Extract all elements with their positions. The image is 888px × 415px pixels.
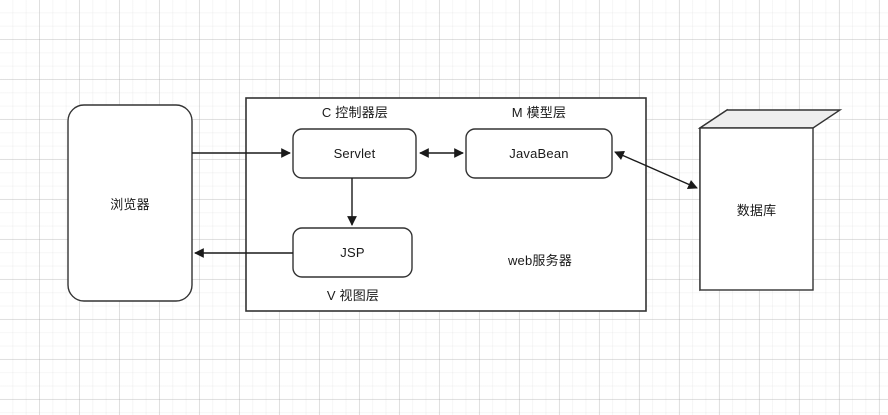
node-database-front-face[interactable] xyxy=(699,127,814,291)
node-jsp[interactable] xyxy=(292,227,413,278)
node-servlet[interactable] xyxy=(292,128,417,179)
node-browser[interactable] xyxy=(67,104,193,302)
node-javabean[interactable] xyxy=(465,128,613,179)
node-database-top-face xyxy=(697,109,843,129)
connector-javabean-database xyxy=(614,151,698,189)
